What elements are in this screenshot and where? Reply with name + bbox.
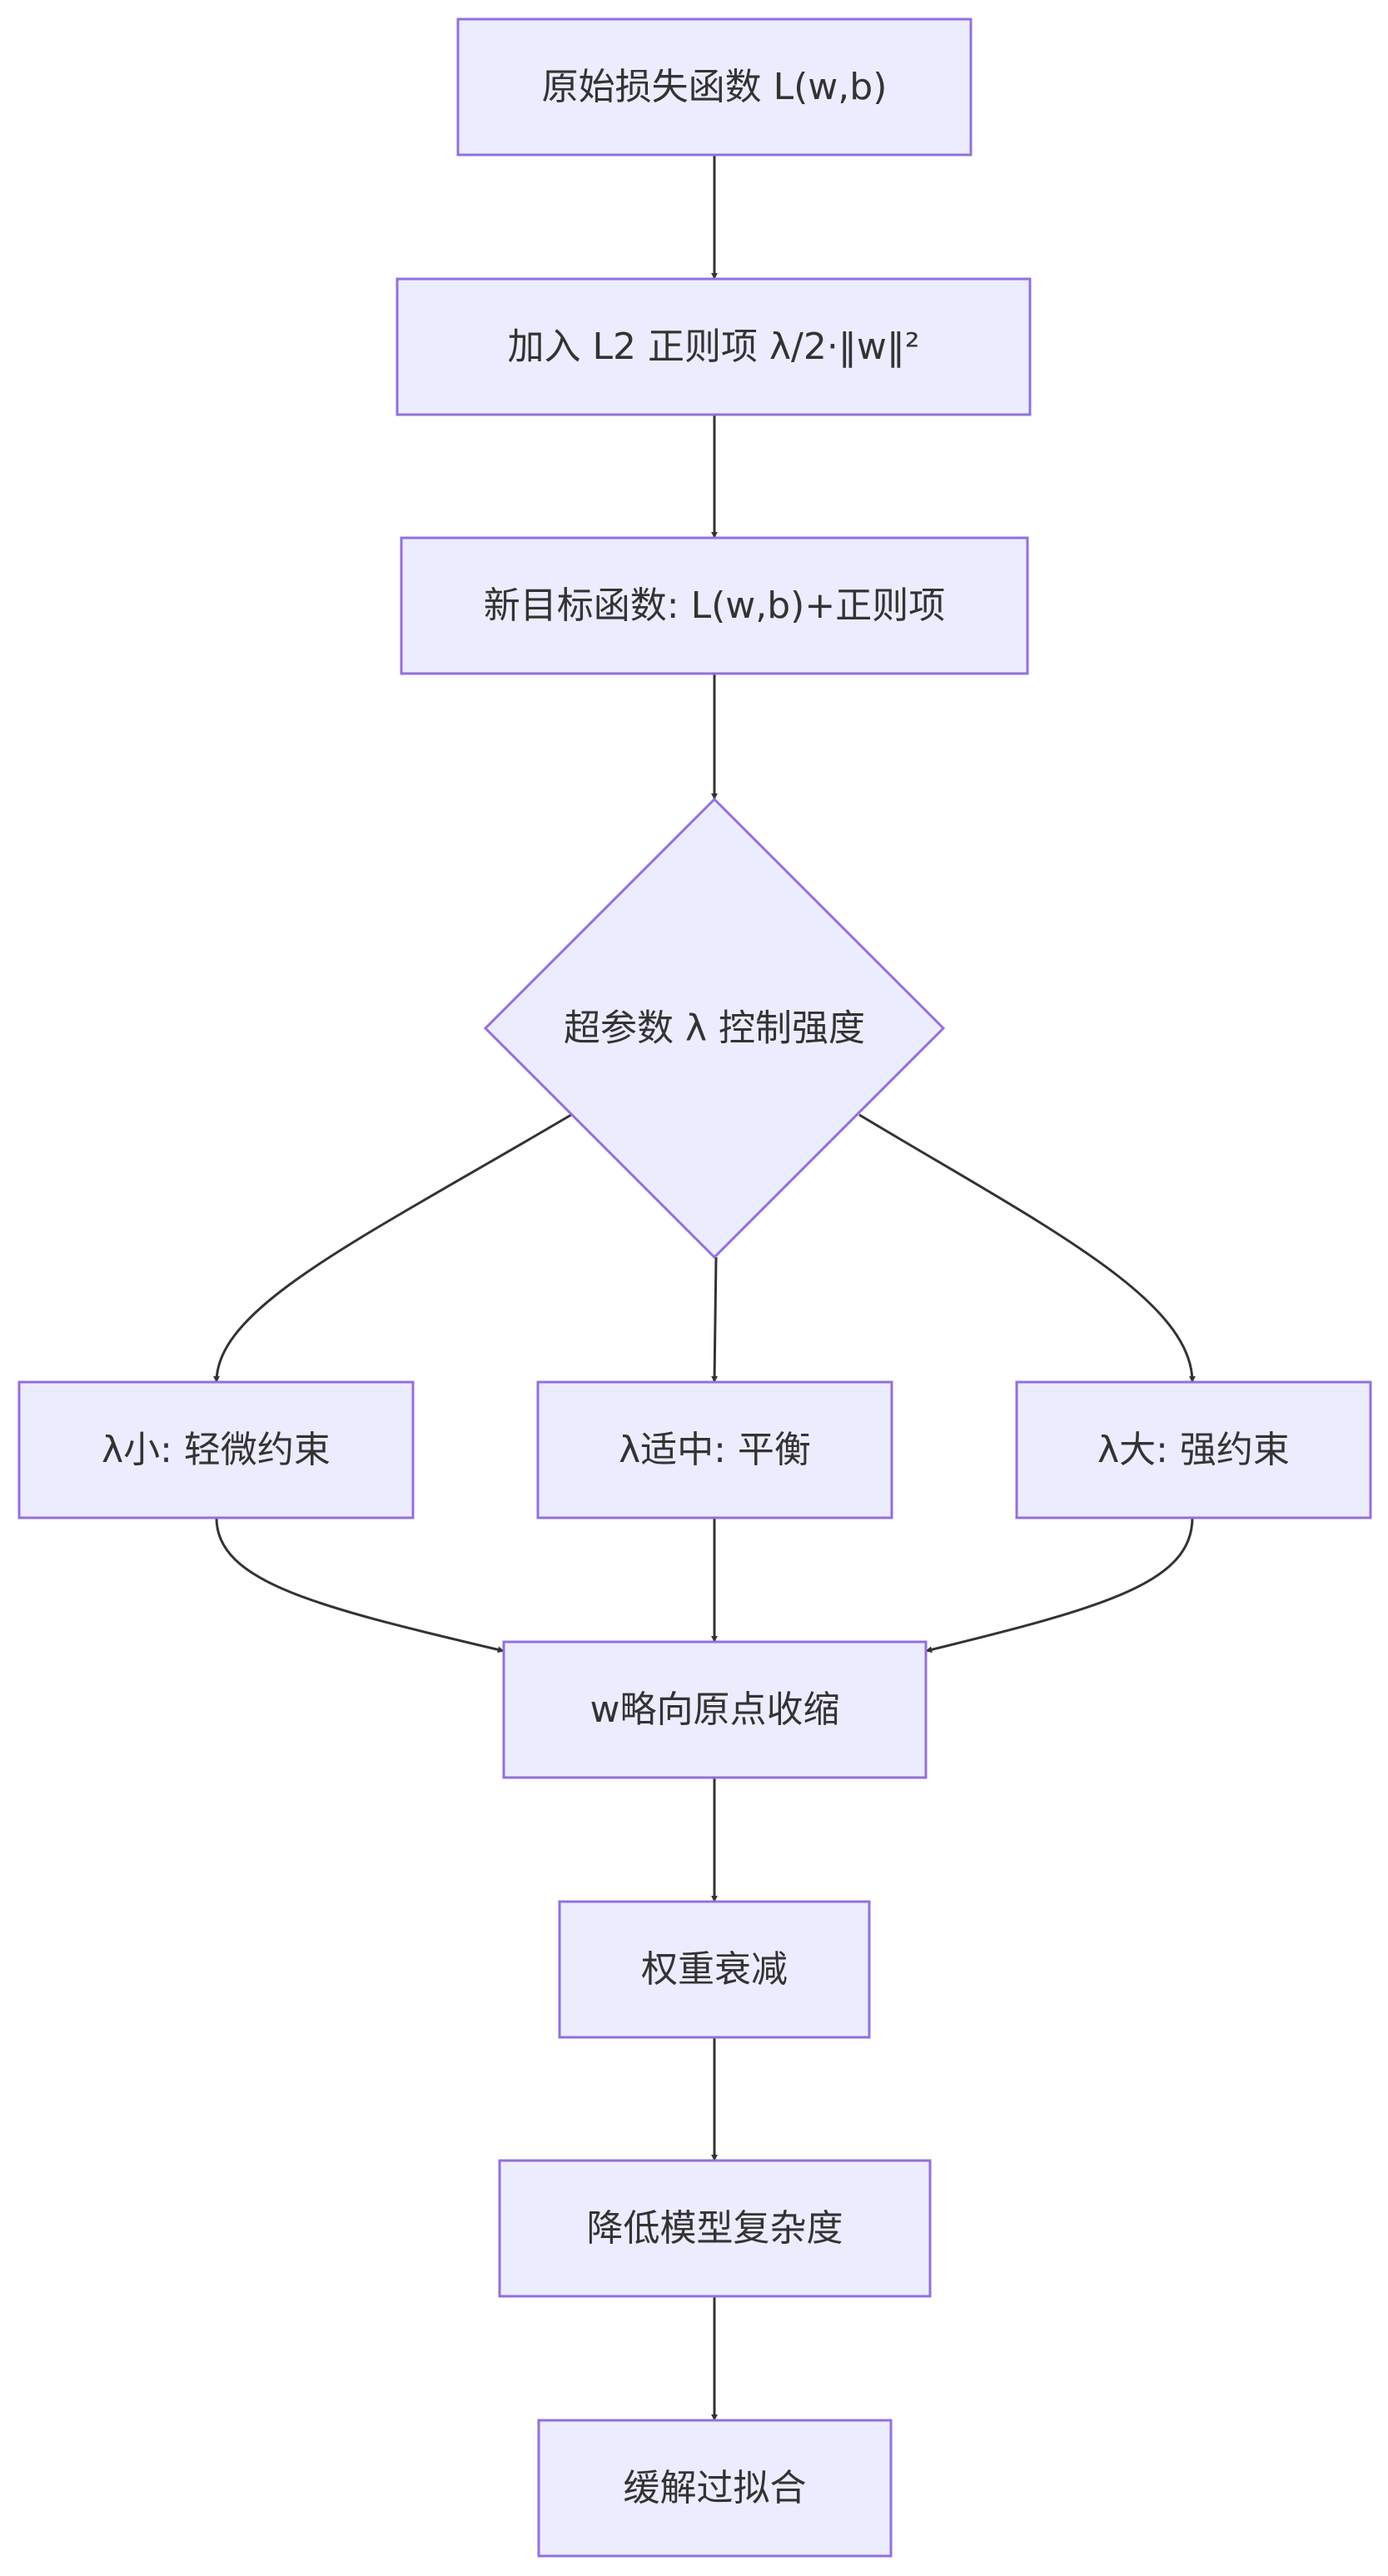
node-add-l2-label: 加入 L2 正则项 λ/2·‖w‖² [508,326,920,368]
node-weight-decay: 权重衰减 [558,1900,871,2039]
node-lambda-large: λ大: 强约束 [1015,1380,1372,1519]
edge-lambda-control-to-lambda-small [213,1113,572,1383]
node-lambda-large-shape [1015,1380,1372,1519]
node-lambda-medium: λ适中: 平衡 [536,1380,893,1519]
node-lambda-control-label: 超参数 λ 控制强度 [564,1007,865,1050]
node-mitigate-overfit-shape [537,2419,893,2558]
node-weight-decay-shape [558,1900,871,2039]
node-lambda-large-label: λ大: 强约束 [1097,1429,1290,1471]
node-reduce-complexity-shape [498,2159,932,2298]
node-shrink-w-shape [502,1640,928,1779]
node-weight-decay-label: 权重衰减 [641,1948,788,1991]
node-shrink-w: w略向原点收缩 [502,1640,928,1779]
node-add-l2: 加入 L2 正则项 λ/2·‖w‖² [396,277,1032,416]
node-mitigate-overfit: 缓解过拟合 [537,2419,893,2558]
node-lambda-small-shape [17,1380,415,1519]
node-new-objective: 新目标函数: L(w,b)+正则项 [400,536,1029,675]
node-lambda-control-shape [483,797,946,1260]
node-lambda-medium-shape [536,1380,893,1519]
node-lambda-medium-label: λ适中: 平衡 [619,1429,811,1471]
node-new-objective-shape [400,536,1029,675]
edge-lambda-control-to-lambda-medium [711,1256,719,1383]
node-new-objective-label: 新目标函数: L(w,b)+正则项 [484,584,945,627]
node-reduce-complexity: 降低模型复杂度 [498,2159,932,2298]
edge-lambda-control-to-lambda-large [858,1113,1196,1383]
edges-layer [213,155,1196,2421]
node-lambda-small-label: λ小: 轻微约束 [102,1429,331,1471]
node-original-loss-shape [456,17,973,157]
node-add-l2-shape [396,277,1032,416]
edge-lambda-small-to-shrink-w [215,1517,505,1654]
nodes-layer: 原始损失函数 L(w,b) 加入 L2 正则项 λ/2·‖w‖² 新目标函数: L(… [17,17,1372,2558]
node-original-loss-label: 原始损失函数 L(w,b) [542,66,888,108]
edge-lambda-large-to-shrink-w [925,1517,1194,1654]
node-shrink-w-label: w略向原点收缩 [590,1688,840,1731]
node-lambda-control: 超参数 λ 控制强度 [483,797,946,1260]
node-mitigate-overfit-label: 缓解过拟合 [624,2467,807,2509]
node-lambda-small: λ小: 轻微约束 [17,1380,415,1519]
node-reduce-complexity-label: 降低模型复杂度 [587,2207,843,2250]
node-original-loss: 原始损失函数 L(w,b) [456,17,973,157]
